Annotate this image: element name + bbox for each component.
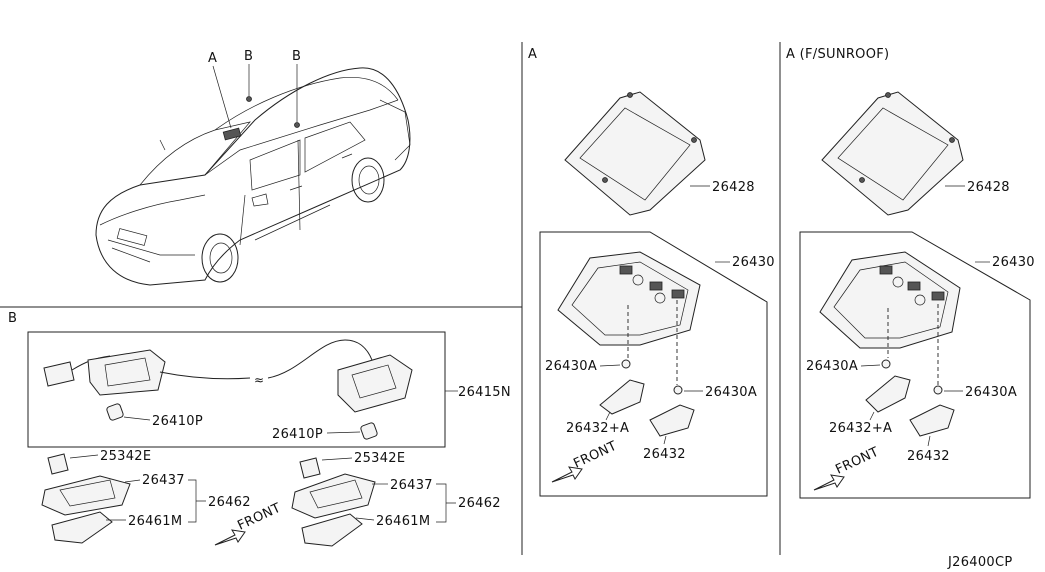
front-arrow-a: FRONT <box>551 439 619 483</box>
console-box-a <box>539 231 768 497</box>
label-26428-sunroof: 26428 <box>967 180 1010 195</box>
label-26462-right: 26462 <box>458 496 501 511</box>
lamp-parts-right <box>291 457 376 547</box>
label-26432-sunroof: 26432 <box>907 449 950 464</box>
label-26461M-left: 26461M <box>128 514 182 529</box>
label-25342E-right: 25342E <box>354 451 405 466</box>
label-26430-a: 26430 <box>732 255 775 270</box>
label-26430A-a-left: 26430A <box>545 359 597 374</box>
front-arrow-sunroof: FRONT <box>813 445 881 491</box>
label-25342E-left: 25342E <box>100 449 151 464</box>
car-illustration <box>95 67 411 286</box>
label-26430A-sunroof-right: 26430A <box>965 385 1017 400</box>
console-a <box>557 251 701 346</box>
label-26437-right: 26437 <box>390 478 433 493</box>
roof-frame-a <box>564 91 706 216</box>
diagram-code: J26400CP <box>947 555 1013 570</box>
label-26462-left: 26462 <box>208 495 251 510</box>
label-26437-left: 26437 <box>142 473 185 488</box>
section-a-label: A <box>528 47 537 62</box>
console-sunroof <box>819 251 961 349</box>
svg-text:≈: ≈ <box>254 373 264 387</box>
console-box-sunroof <box>799 231 1031 499</box>
label-26432-a: 26432 <box>643 447 686 462</box>
section-a-sunroof-label: A (F/SUNROOF) <box>786 47 889 62</box>
front-label-sunroof: FRONT <box>833 445 881 478</box>
label-26432A-sunroof: 26432+A <box>829 421 892 436</box>
roof-frame-sunroof <box>821 91 964 216</box>
section-b-label: B <box>8 311 17 326</box>
label-26461M-right: 26461M <box>376 514 430 529</box>
label-26430A-a-right: 26430A <box>705 385 757 400</box>
callout-a: A <box>208 51 217 66</box>
lamp-parts-left <box>41 453 131 544</box>
label-26415N: 26415N <box>458 385 511 400</box>
label-26410P-right: 26410P <box>272 427 323 442</box>
label-26410P-left: 26410P <box>152 414 203 429</box>
label-26430A-sunroof-left: 26430A <box>806 359 858 374</box>
front-label-a: FRONT <box>571 439 619 472</box>
callout-b-1: B <box>244 49 253 64</box>
lamp-assembly-box <box>27 331 446 448</box>
car-callouts: A B B <box>208 49 301 129</box>
label-26432A-a: 26432+A <box>566 421 629 436</box>
label-26430-sunroof: 26430 <box>992 255 1035 270</box>
callout-b-2: B <box>292 49 301 64</box>
lamp-harness: ≈ <box>43 339 413 440</box>
label-26428-a: 26428 <box>712 180 755 195</box>
